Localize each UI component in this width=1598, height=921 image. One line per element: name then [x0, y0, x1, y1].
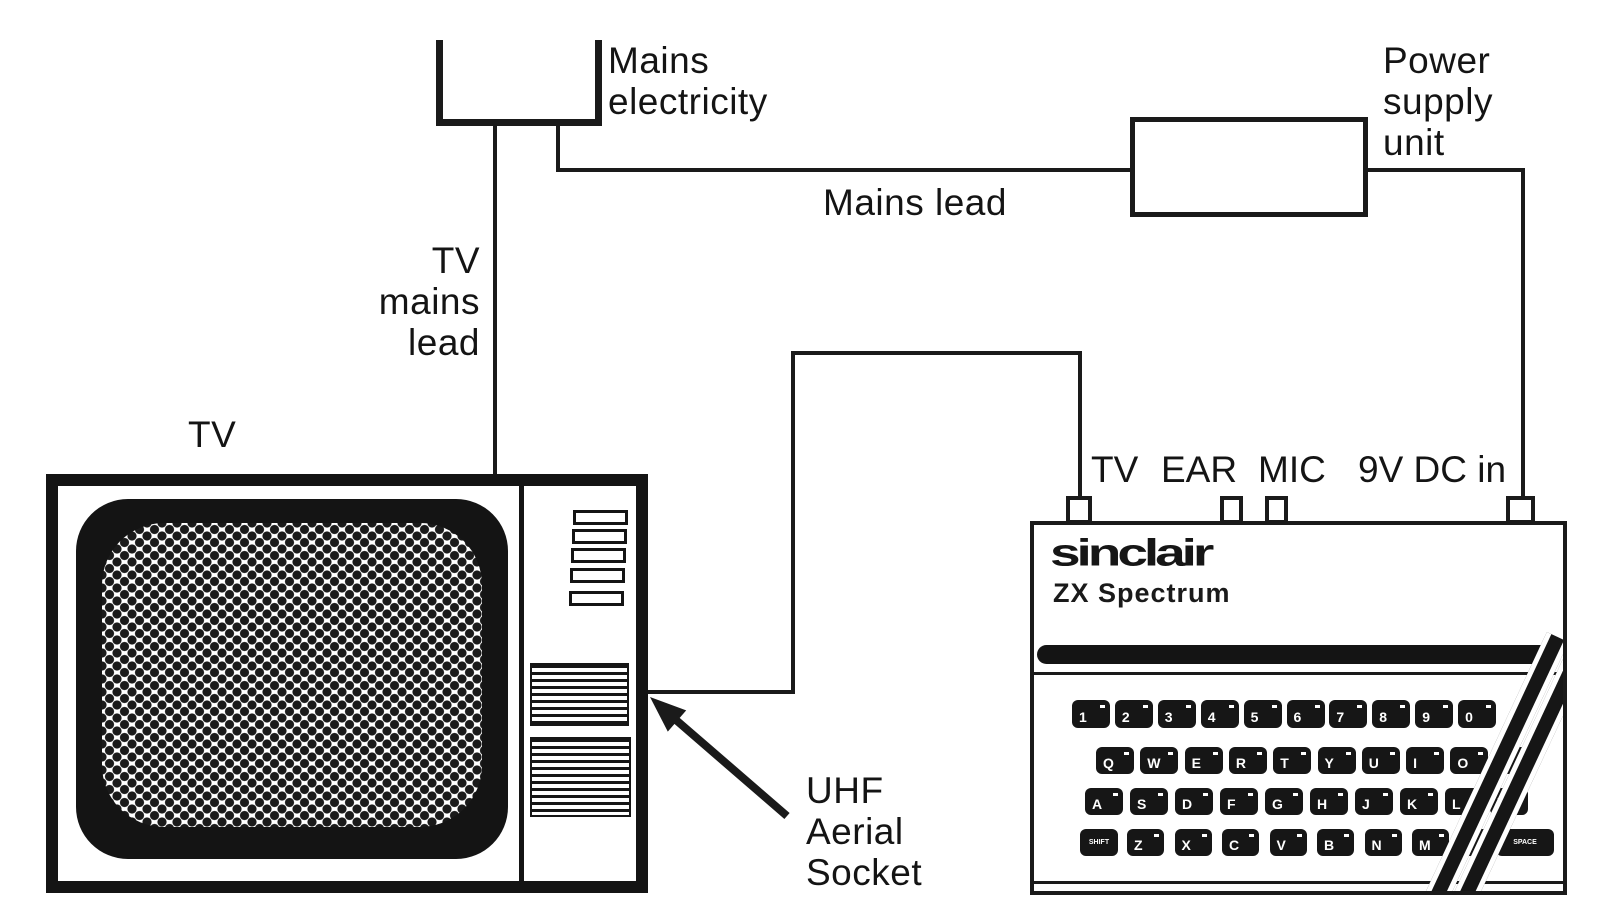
key-4: 4 [1200, 700, 1239, 728]
key-K: K [1400, 788, 1438, 815]
key-7: 7 [1329, 700, 1368, 728]
tv-vent-slot [573, 510, 628, 525]
mains-lead-wire-drop [556, 119, 560, 172]
dc-in-connector [1506, 496, 1535, 524]
mains-socket-box [436, 40, 602, 126]
power-supply-unit-label: Power supply unit [1383, 40, 1493, 163]
key-U: U [1361, 747, 1400, 774]
key-I: I [1406, 747, 1445, 774]
zx-spectrum-model-text: ZX Spectrum [1053, 578, 1231, 608]
tv-vent-slot [572, 529, 627, 544]
tv-set [46, 474, 648, 893]
key-Z: Z [1127, 829, 1164, 856]
tv-set-label: TV [188, 414, 237, 455]
psu-wire-horizontal [1366, 168, 1525, 172]
key-A: A [1085, 788, 1123, 815]
power-supply-unit-box [1130, 117, 1368, 217]
key-1: 1 [1072, 700, 1110, 728]
uhf-aerial-socket-label: UHF Aerial Socket [806, 770, 923, 893]
key-3: 3 [1157, 700, 1196, 728]
tv-vent-slot [570, 568, 625, 583]
key-9: 9 [1415, 700, 1454, 728]
key-T: T [1273, 747, 1312, 774]
tv-speaker-grille [530, 737, 631, 817]
tv-mains-lead-wire [493, 119, 497, 480]
aerial-wire-vertical-left [791, 351, 795, 694]
key-G: G [1265, 788, 1303, 815]
dc-in-connector-label: 9V DC in [1358, 449, 1507, 490]
psu-wire-vertical [1521, 168, 1525, 500]
ear-connector-label: EAR [1161, 449, 1238, 490]
tv-uhf-aerial-socket [530, 663, 629, 726]
key-B: B [1317, 829, 1354, 856]
mic-connector [1265, 496, 1288, 524]
sinclair-logo: sinclair [1050, 531, 1214, 574]
mains-lead-label: Mains lead [823, 182, 1007, 223]
tv-connector-label: TV [1091, 449, 1139, 490]
aerial-wire-tv-horizontal [636, 690, 795, 694]
tv-screen [102, 523, 482, 827]
key-H: H [1310, 788, 1348, 815]
keyboard-bezel-band [1037, 645, 1557, 664]
aerial-wire-vertical-right [1078, 351, 1082, 500]
key-5: 5 [1243, 700, 1282, 728]
key-V: V [1269, 829, 1307, 856]
key-W: W [1140, 747, 1179, 774]
key-S: S [1130, 788, 1168, 815]
key-N: N [1364, 829, 1402, 856]
key-2: 2 [1114, 700, 1153, 728]
tv-vent-slot [571, 548, 626, 563]
key-J: J [1355, 788, 1393, 815]
key-0: 0 [1458, 700, 1497, 728]
tv-screen-bezel [76, 499, 508, 859]
key-E: E [1184, 747, 1223, 774]
bottom-line [1034, 881, 1563, 884]
tv-vent-slot [569, 591, 624, 606]
tv-mains-lead-label: TV mains lead [378, 240, 480, 363]
mic-connector-label: MIC [1258, 449, 1326, 490]
key-6: 6 [1286, 700, 1325, 728]
ear-connector [1220, 496, 1243, 524]
key-Q: Q [1096, 747, 1134, 774]
key-Y: Y [1317, 747, 1356, 774]
key-8: 8 [1372, 700, 1411, 728]
aerial-wire-top-horizontal [791, 351, 1082, 355]
bezel-line [1034, 672, 1563, 675]
key-F: F [1220, 788, 1258, 815]
tv-connector [1066, 496, 1092, 524]
key-C: C [1222, 829, 1259, 856]
mains-electricity-label: Mains electricity [608, 40, 768, 122]
key-SHIFT: SHIFT [1080, 829, 1118, 856]
key-R: R [1228, 747, 1267, 774]
tv-panel-divider [519, 486, 524, 881]
mains-lead-wire [556, 168, 1134, 172]
key-X: X [1174, 829, 1212, 856]
key-D: D [1175, 788, 1213, 815]
key-M: M [1412, 829, 1449, 856]
